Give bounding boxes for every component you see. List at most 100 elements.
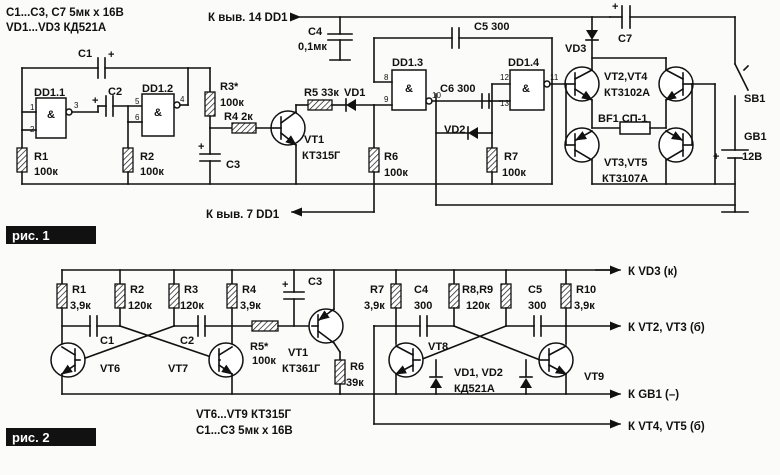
transistor-vt3: [564, 83, 600, 185]
svg-text:КТ361Г: КТ361Г: [282, 363, 321, 375]
sb1-label: SB1: [744, 93, 765, 105]
capacitor-c7: + C7: [609, 1, 736, 45]
capacitor-c2-fig2: C2: [173, 315, 233, 347]
svg-text:+: +: [198, 141, 204, 153]
svg-text:R6: R6: [350, 361, 364, 373]
fig1-caption: рис. 1: [12, 228, 50, 243]
fig1-tag: [6, 226, 96, 244]
svg-text:VD1, VD2: VD1, VD2: [454, 367, 503, 379]
svg-text:+: +: [282, 279, 288, 291]
svg-text:R10: R10: [576, 284, 596, 296]
r6-label: R6: [384, 151, 398, 163]
fig2-caption: рис. 2: [12, 430, 50, 445]
resistor-r4-fig2: R4 3,9к: [226, 269, 261, 351]
dd1-4-label: DD1.4: [508, 57, 540, 69]
svg-text:3,9к: 3,9к: [574, 300, 595, 312]
svg-text:300: 300: [414, 300, 432, 312]
c4-value: 0,1мк: [298, 41, 327, 53]
diode-vd3: VD3: [565, 16, 599, 73]
svg-text:C5: C5: [528, 284, 542, 296]
switch-sb1[interactable]: SB1: [733, 16, 765, 151]
transistor-vt2: [564, 66, 600, 129]
vt24-label: VT2,VT4: [604, 71, 648, 83]
svg-text:13: 13: [500, 99, 509, 108]
resistors-r8-r9: R8,R9 120к: [448, 269, 512, 327]
svg-text:R2: R2: [130, 284, 144, 296]
capacitor-c3: C3 +: [198, 127, 240, 185]
svg-text:&: &: [47, 109, 55, 121]
fig2-tag: [6, 428, 96, 446]
svg-text:R1: R1: [72, 284, 86, 296]
gate-dd1-4: & DD1.4 12 13 11: [491, 57, 567, 134]
svg-text:+: +: [108, 49, 114, 61]
transistor-vt5: [591, 83, 736, 185]
vd3-label: VD3: [565, 43, 586, 55]
gb1-label: GB1: [744, 131, 767, 143]
resistor-r2-fig2: R2 120к: [114, 269, 152, 327]
svg-text:&: &: [405, 83, 413, 95]
out-vt4-vt5: К VT4, VT5 (б): [628, 421, 705, 433]
svg-text:R5*: R5*: [250, 341, 269, 353]
resistor-r6: R6 100к: [368, 104, 408, 213]
diode-vd2: VD2: [435, 100, 493, 206]
note-transistors-2: VT6...VT9 КТ315Г: [196, 409, 291, 421]
svg-text:120к: 120к: [180, 300, 204, 312]
transistor-vt7: VT7: [168, 342, 244, 395]
label-pin7: К выв. 7 DD1: [206, 209, 280, 221]
svg-text:8: 8: [384, 73, 389, 82]
resistor-r5-fig2: R5* 100к: [231, 320, 313, 367]
svg-text:3: 3: [74, 101, 79, 110]
svg-text:C1: C1: [100, 335, 114, 347]
out-vd3: К VD3 (к): [628, 266, 677, 278]
vd1-label: VD1: [344, 87, 365, 99]
svg-text:1: 1: [30, 103, 35, 112]
r6-value: 100к: [384, 167, 408, 179]
bf1-label: BF1 СП-1: [598, 113, 647, 125]
diode-vd1: VD1: [344, 87, 375, 112]
capacitor-c1-fig2: C1: [61, 315, 121, 347]
svg-text:+: +: [92, 95, 98, 107]
gate-dd1-2: & DD1.2 5 6 4: [127, 83, 189, 137]
svg-text:+: +: [612, 1, 618, 13]
vt35-label: VT3,VT5: [604, 157, 647, 169]
c4-label: C4: [308, 26, 323, 38]
c6-label: C6 300: [440, 83, 475, 95]
diodes-vd1-vd2-fig2: VD1, VD2 КД521А: [429, 359, 533, 395]
resistor-r1: R1 100к: [16, 129, 58, 185]
dd1-1-label: DD1.1: [34, 87, 65, 99]
svg-text:VT8: VT8: [428, 341, 448, 353]
r2-value: 100к: [140, 166, 164, 178]
r7-label: R7: [504, 151, 518, 163]
resistor-r5: R5 33к: [295, 87, 347, 111]
svg-text:3,9к: 3,9к: [240, 300, 261, 312]
note-diodes-1: VD1...VD3 КД521А: [6, 22, 106, 34]
svg-text:+: +: [713, 151, 719, 163]
dd1-2-label: DD1.2: [142, 83, 173, 95]
gate-dd1-3: & DD1.3 8 9 10: [373, 57, 491, 111]
svg-text:120к: 120к: [466, 300, 490, 312]
svg-text:3,9к: 3,9к: [364, 300, 385, 312]
svg-text:120к: 120к: [128, 300, 152, 312]
out-gb1: К GB1 (–): [628, 389, 679, 401]
svg-text:R4: R4: [242, 284, 257, 296]
svg-text:3,9к: 3,9к: [70, 300, 91, 312]
transistor-vt1: VT1 КТ315Г: [270, 104, 341, 185]
svg-text:300: 300: [528, 300, 546, 312]
transistor-vt6: VT6: [50, 342, 120, 395]
resistor-r1-fig2: R1 3,9к: [56, 269, 91, 351]
transistor-vt4: [591, 57, 694, 129]
svg-text:5: 5: [135, 97, 140, 106]
capacitor-c4: C4 0,1мк: [298, 16, 353, 61]
resistor-r10-fig2: R10 3,9к: [560, 269, 596, 345]
svg-text:R3: R3: [184, 284, 198, 296]
svg-text:&: &: [522, 83, 530, 95]
figure-2: К VD3 (к) R1 3,9к R2 120к R3 120к: [6, 265, 705, 446]
svg-text:C4: C4: [414, 284, 429, 296]
capacitor-c6: C6 300: [435, 83, 501, 109]
capacitor-c4-fig2: C4 300: [395, 284, 455, 337]
r3-value: 100к: [220, 97, 244, 109]
piezo-bf1: BF1 СП-1: [591, 113, 667, 135]
svg-text:VT1: VT1: [288, 347, 308, 359]
